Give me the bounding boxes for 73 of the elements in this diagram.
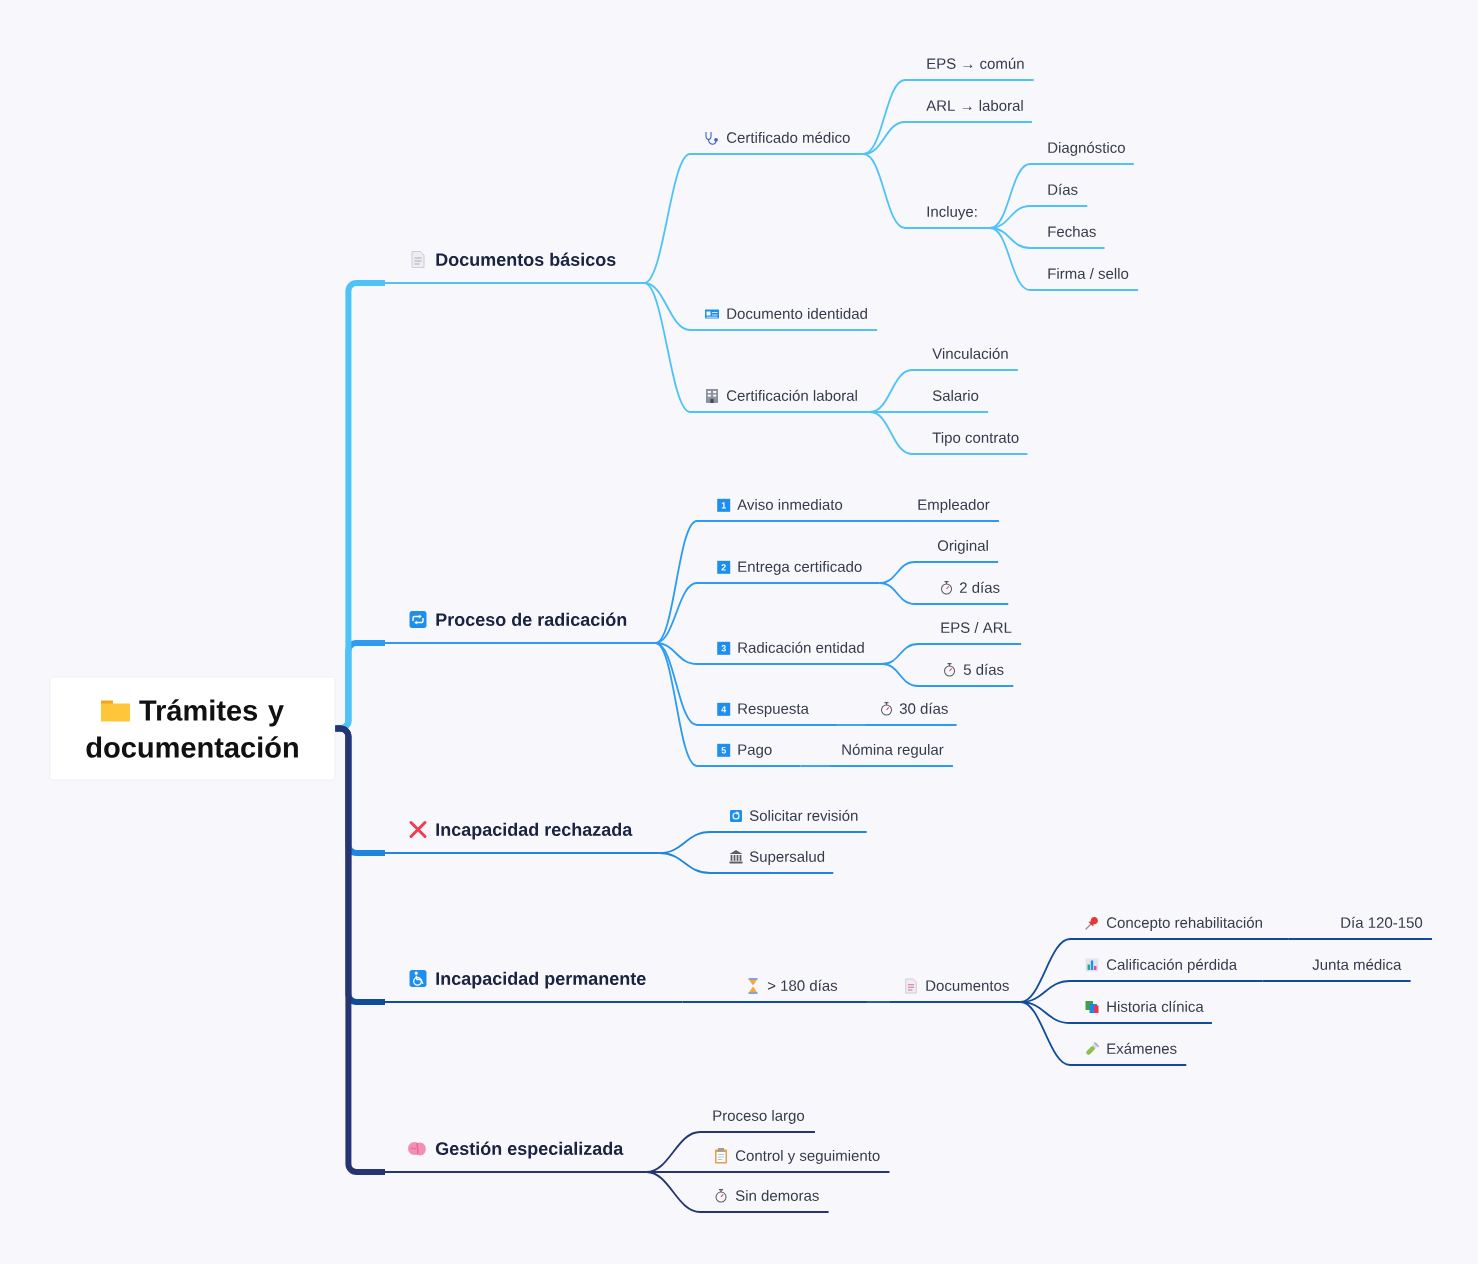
main-topic: Gestión especializada [384, 1141, 648, 1173]
subtopic: 2 días [914, 581, 1010, 605]
subtopic: Supersalud [709, 850, 835, 874]
subtopic: ARL → laboral [904, 99, 1033, 123]
subtopic: 2 Entrega certificado [696, 560, 881, 584]
branch-line [643, 282, 691, 413]
subtopic: 1 Aviso inmediato [696, 498, 866, 522]
branch-line [989, 227, 1031, 291]
branch-line [867, 1001, 891, 1003]
branch-line [681, 1001, 731, 1003]
subtopic: Tipo contrato [911, 431, 1029, 455]
branch-line [836, 724, 866, 726]
subtopic: Junta médica [1296, 958, 1412, 982]
subtopic: Exámenes [1069, 1042, 1188, 1066]
branch-line [654, 642, 698, 665]
subtopic: EPS / ARL [917, 621, 1022, 645]
subtopic: Salario [911, 389, 989, 413]
subtopic: Documento identidad [689, 307, 879, 331]
branch-line [864, 520, 906, 522]
node-label: Pago [738, 744, 772, 758]
subtopic: Día 120-150 [1324, 916, 1433, 940]
branch-line [878, 582, 916, 605]
subtopic: Calificación pérdida [1069, 958, 1264, 982]
subtopic: > 180 días [729, 979, 869, 1003]
subtopic: Control y seguimiento [699, 1149, 891, 1173]
subtopic: Original [914, 539, 999, 563]
subtopic: Empleador [904, 498, 1000, 522]
branch-line [869, 411, 913, 455]
main-topic: Documentos básicos [384, 252, 646, 284]
subtopic: 5 Pago [696, 743, 802, 767]
subtopic: Vinculación [911, 347, 1019, 371]
subtopic: 5 días [917, 663, 1015, 687]
main-topic: Incapacidad permanente [384, 971, 684, 1003]
main-topic: Incapacidad rechazada [384, 822, 661, 854]
node-label: Respuesta [738, 703, 809, 717]
subtopic: Días [1029, 183, 1089, 207]
subtopic: Proceso largo [699, 1109, 816, 1133]
subtopic: Incluye: [904, 205, 991, 229]
subtopic: Historia clínica [1069, 1000, 1213, 1024]
subtopic: Certificado médico [689, 131, 865, 155]
branch-line [989, 227, 1031, 249]
subtopic: Solicitar revisión [709, 809, 868, 833]
branch-line [643, 153, 691, 284]
branch-line [645, 1171, 701, 1213]
subtopic: Fechas [1029, 225, 1106, 249]
subtopic: 4 Respuesta [696, 702, 838, 726]
branch-line [335, 725, 385, 1175]
branch-line [799, 765, 831, 767]
main-topic: Proceso de radicación [384, 612, 657, 644]
subtopic: 30 días [864, 702, 958, 726]
subtopic: Certificación laboral [689, 389, 872, 413]
subtopic: Sin demoras [699, 1189, 830, 1213]
subtopic: Documentos [889, 980, 1022, 1003]
subtopic: Diagnóstico [1029, 141, 1135, 165]
central-topic-box: Trámites y documentación [49, 676, 336, 781]
node-label: Aviso inmediato [737, 498, 843, 510]
subtopic: Concepto rehabilitación [1069, 916, 1290, 940]
branch-line [1287, 938, 1326, 940]
branch-line [643, 282, 691, 331]
branch-line [862, 153, 906, 229]
subtopic: EPS → común [904, 57, 1035, 81]
node-label: Radicación entidad [738, 641, 864, 653]
subtopic: Firma / sello [1029, 267, 1139, 291]
node-label: Entrega certificado [738, 560, 862, 575]
branch-line [658, 852, 711, 874]
branch-line [1019, 1001, 1071, 1066]
subtopic: Nómina regular [829, 743, 954, 767]
branch-line [654, 520, 698, 644]
subtopic: 3 Radicación entidad [696, 641, 883, 665]
branch-line [654, 642, 698, 767]
branch-line [1261, 980, 1298, 982]
branch-line [862, 121, 906, 155]
branch-line [881, 663, 919, 687]
